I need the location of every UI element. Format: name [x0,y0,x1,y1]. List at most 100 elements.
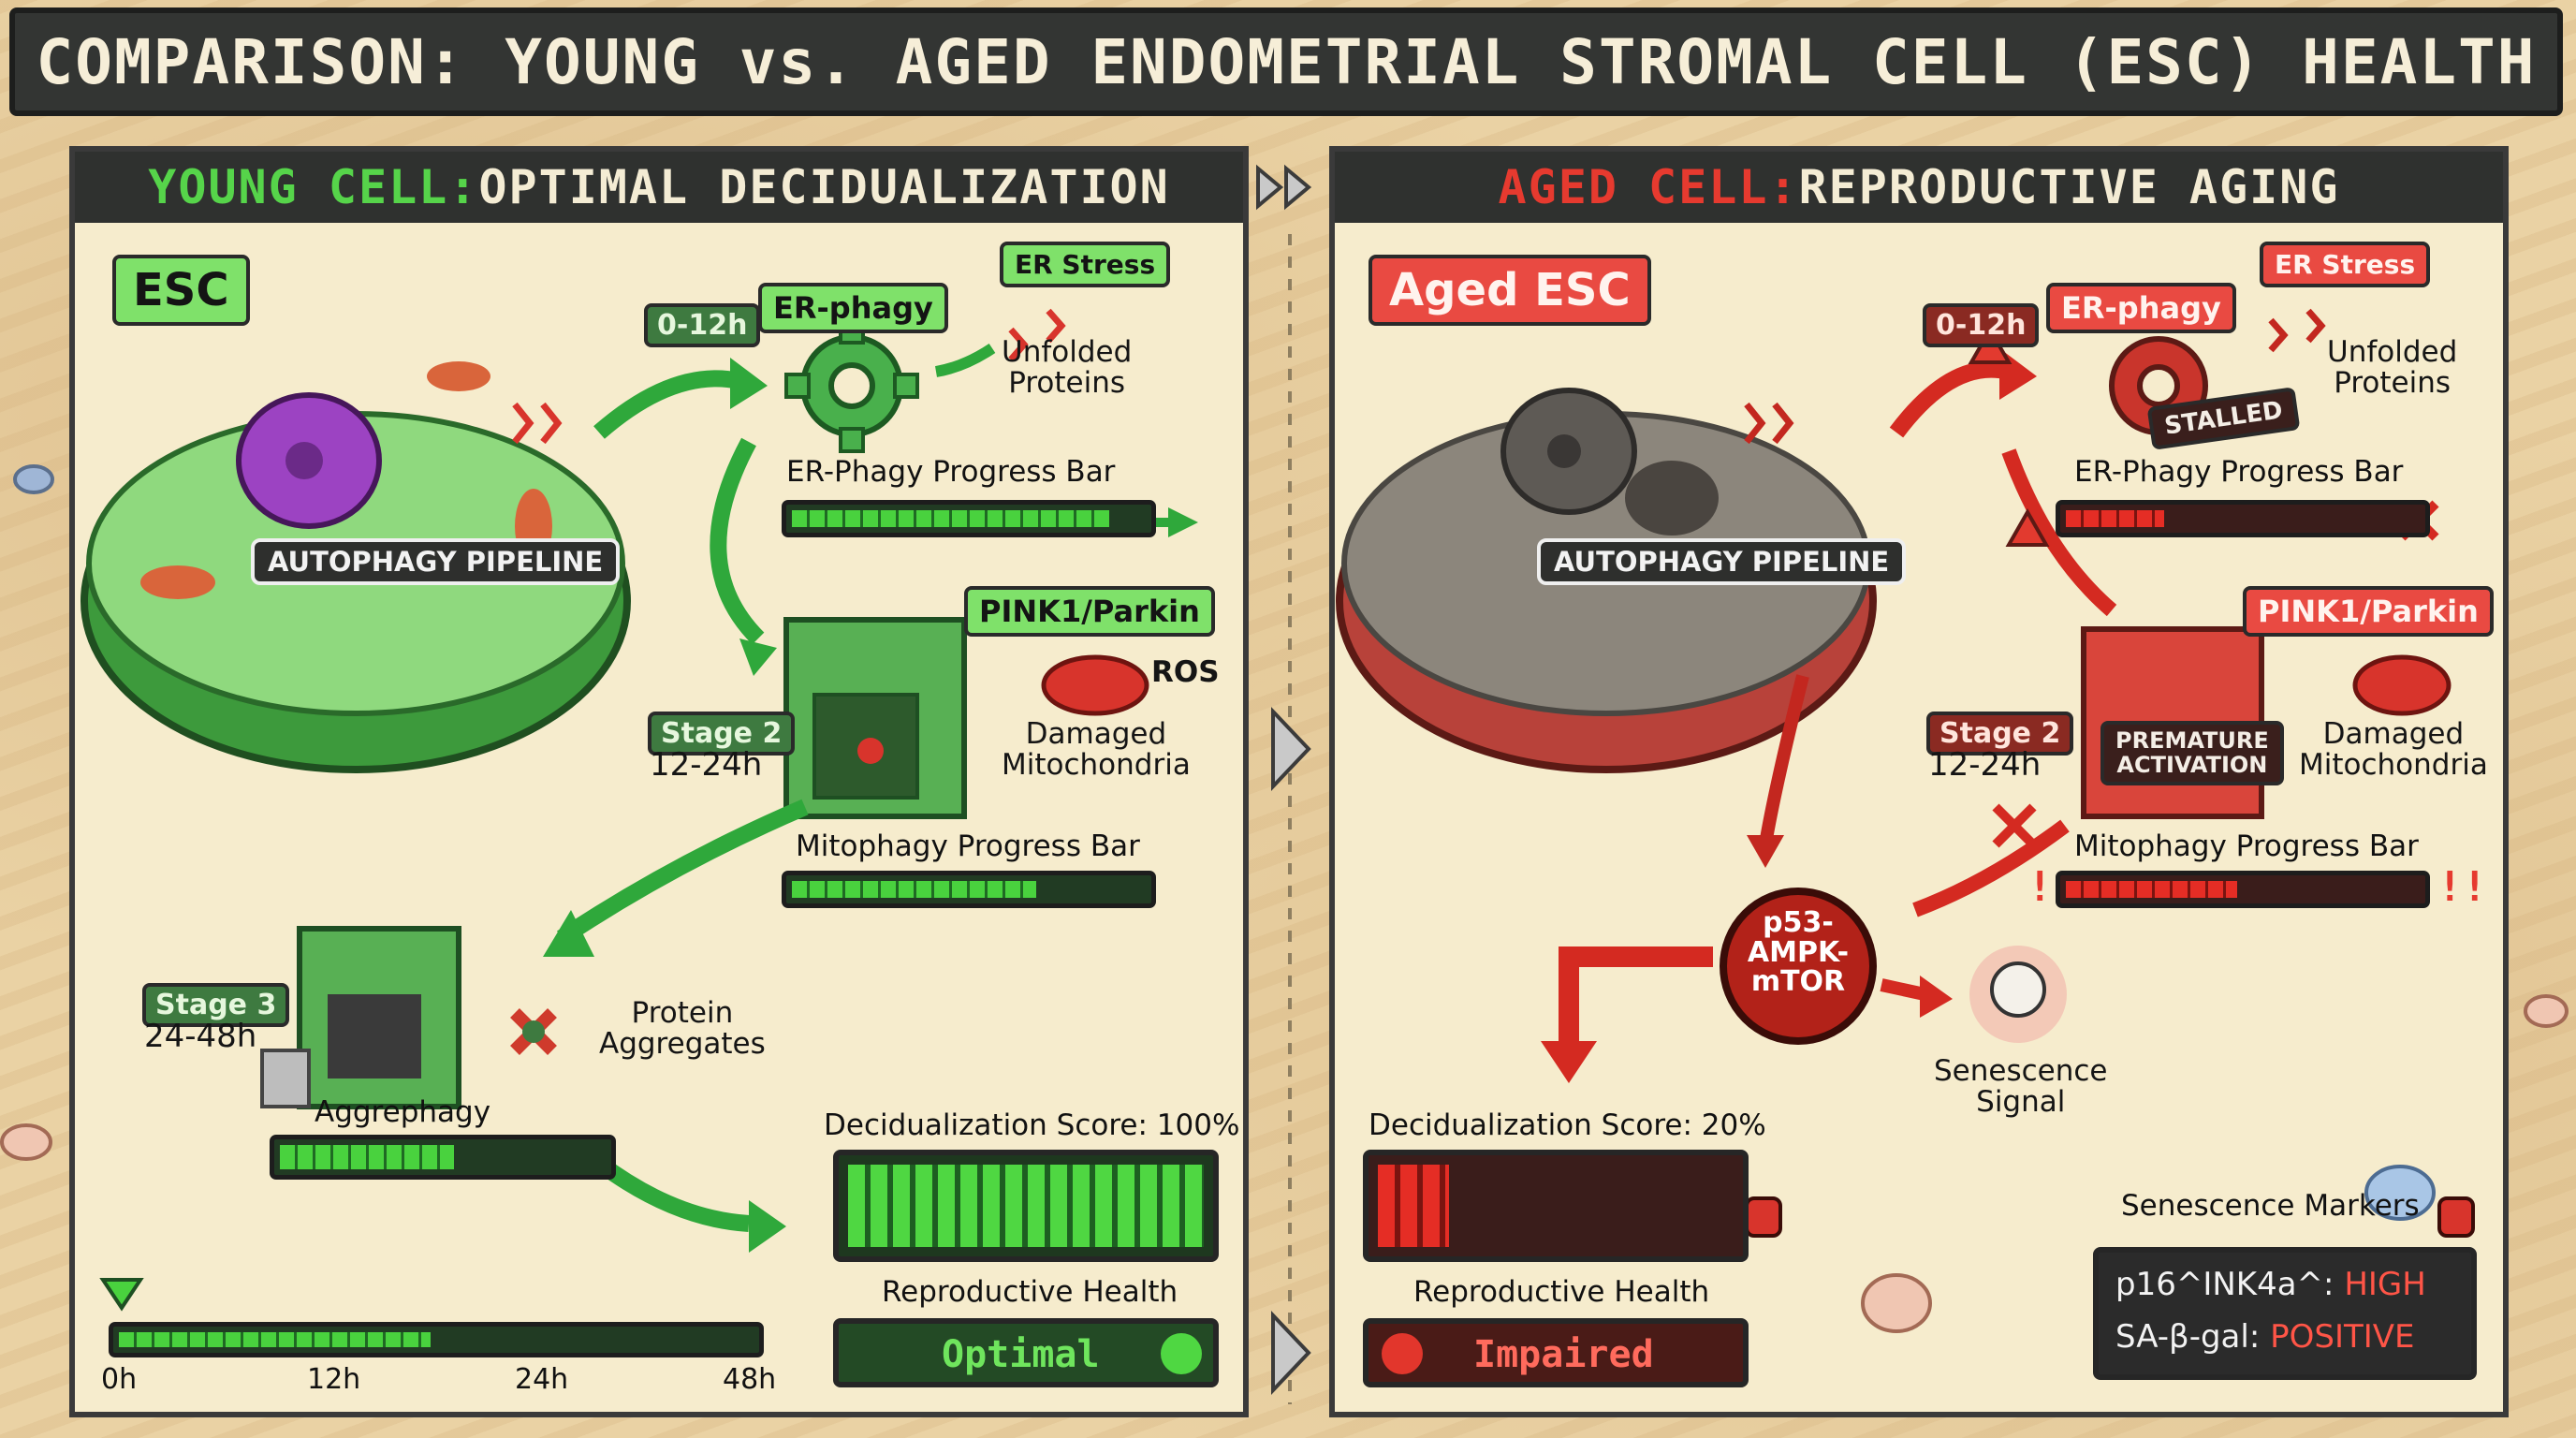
divider-arrow-icon [1271,706,1311,792]
timeline-marker-icon [99,1278,144,1312]
senescence-signal-label: Senescence Signal [1934,1054,2108,1119]
mitophagy-machine-icon [783,617,967,819]
flow-arrow-icon [557,799,809,946]
ros-label: ROS [1151,655,1220,689]
reproductive-health-status: Optimal [833,1318,1219,1387]
shell-icon [0,1123,52,1161]
er-phagy-progress-fill [2066,510,2164,527]
damaged-mitochondria-label: Damaged Mitochondria [1002,717,1191,782]
er-phagy-progress-bar [782,500,1156,537]
timeline-tick-48h: 48h [723,1363,777,1396]
damaged-mitochondria-label: Damaged Mitochondria [2299,717,2488,782]
stage2-time: 12-24h [1928,746,2042,784]
p53-node-icon [1720,888,1877,1045]
unfolded-protein-icon [2268,308,2326,353]
pink1-parkin-label: PINK1/Parkin [964,586,1215,637]
reproductive-health-label: Reproductive Health [1413,1275,1710,1309]
senescence-markers-title: Senescence Markers [2121,1189,2420,1223]
stage2-badge: Stage 2 [648,712,796,756]
stage2-time: 12-24h [650,746,763,784]
sa-beta-gal-value: POSITIVE [2270,1318,2415,1356]
decidualization-score-fill [848,1165,1204,1247]
blocked-x-icon [1992,803,2037,848]
p16-key: p16^INK4a^: [2115,1266,2345,1303]
divider-arrow-icon [1271,1310,1311,1396]
decidualization-score-fill [1378,1165,1449,1247]
premature-activation-badge: PREMATURE ACTIVATION [2100,721,2284,785]
aggrephagy-progress-fill [280,1145,454,1169]
damaged-mitochondria-icon [2352,654,2452,716]
mitophagy-progress-bar [2056,871,2430,908]
stage1-time-badge: 0-12h [644,303,761,347]
unfolded-proteins-label: Unfolded Proteins [2327,335,2458,400]
reproductive-health-value: Impaired [1473,1333,1654,1376]
flow-arrow-icon [1912,819,2070,917]
panel-divider [1256,164,1312,1404]
protein-aggregate-icon [510,1008,557,1055]
aged-header-prefix: AGED CELL: [1498,160,1799,214]
alarm-light-icon [1745,1196,1782,1238]
stage1-time-badge: 0-12h [1923,303,2040,347]
p16-marker-row: p16^INK4a^: HIGH [2115,1266,2426,1303]
shell-icon [2364,1165,2436,1221]
flow-arrow-icon [593,1155,750,1232]
young-panel-header: YOUNG CELL: OPTIMAL DECIDUALIZATION [75,152,1243,223]
aggrephagy-progress-bar [270,1135,616,1180]
mitophagy-progress-fill [792,881,1036,898]
stage2-badge: Stage 2 [1926,712,2074,756]
timeline-tick-0h: 0h [101,1363,138,1396]
flow-arrow-icon [1889,360,2012,438]
protein-aggregates-label: Protein Aggregates [599,996,766,1061]
aggrephagy-machine-icon [260,926,461,1109]
unfolded-protein-icon [1008,308,1066,362]
aged-cell-panel: AGED CELL: REPRODUCTIVE AGING [1329,146,2509,1417]
young-header-title: OPTIMAL DECIDUALIZATION [478,160,1170,214]
shell-icon [2524,994,2569,1028]
flow-arrow-icon [710,437,765,645]
er-stress-label: ER Stress [2260,242,2431,287]
timeline-tick-12h: 12h [307,1363,361,1396]
mitophagy-bar-label: Mitophagy Progress Bar [796,829,1140,863]
aged-header-title: REPRODUCTIVE AGING [1798,160,2340,214]
flow-arrow-icon [593,370,741,439]
divider-arrow-icon [1256,164,1284,211]
young-header-prefix: YOUNG CELL: [148,160,479,214]
cell-label-bubble: ESC [112,255,250,326]
flow-arrow-icon [1559,946,1713,1050]
alert-exclamation-icon: !! [2437,863,2487,911]
smiley-icon [1161,1333,1202,1374]
unfolded-proteins-label: Unfolded Proteins [1002,335,1133,400]
p53-ampk-mtor-label: p53- AMPK- mTOR [1747,906,1850,998]
autophagy-pipeline-label: AUTOPHAGY PIPELINE [1537,538,1907,585]
decidualization-score-meter [833,1150,1219,1262]
alarm-light-icon [2437,1196,2475,1238]
reproductive-health-value: Optimal [942,1333,1100,1376]
mitophagy-progress-fill [2066,881,2237,898]
decidualization-score-label: Decidualization Score: 100% [824,1108,1240,1142]
pebble-icon [13,464,54,494]
decidualization-score-label: Decidualization Score: 20% [1368,1108,1766,1142]
reproductive-health-status: Impaired [1363,1318,1749,1387]
flow-arrow-icon [1759,674,1809,846]
divider-arrow-icon [1284,164,1312,211]
shell-icon [1861,1273,1932,1333]
sa-beta-gal-key: SA-β-gal: [2115,1318,2271,1356]
page-title: COMPARISON: YOUNG vs. AGED ENDOMETRIAL S… [9,7,2563,116]
er-phagy-label: ER-phagy [2046,283,2236,333]
young-cell-panel: YOUNG CELL: OPTIMAL DECIDUALIZATION [69,146,1249,1417]
autophagy-pipeline-label: AUTOPHAGY PIPELINE [251,538,621,585]
cell-label-bubble: Aged ESC [1368,255,1651,326]
aggrephagy-label: Aggrephagy [315,1095,491,1129]
sa-beta-gal-marker-row: SA-β-gal: POSITIVE [2115,1318,2415,1356]
er-phagy-label: ER-phagy [758,283,948,333]
timeline-progress-bar [109,1322,764,1357]
young-diagram-graphics [80,308,1198,1312]
timeline-tick-24h: 24h [515,1363,569,1396]
decidualization-score-meter [1363,1150,1749,1262]
young-cell-icon [80,361,631,773]
aged-cell-icon [1336,388,1877,773]
senescence-skull-icon [1969,946,2067,1043]
p16-value: HIGH [2344,1266,2426,1303]
er-phagy-bar-label: ER-Phagy Progress Bar [2074,455,2404,489]
